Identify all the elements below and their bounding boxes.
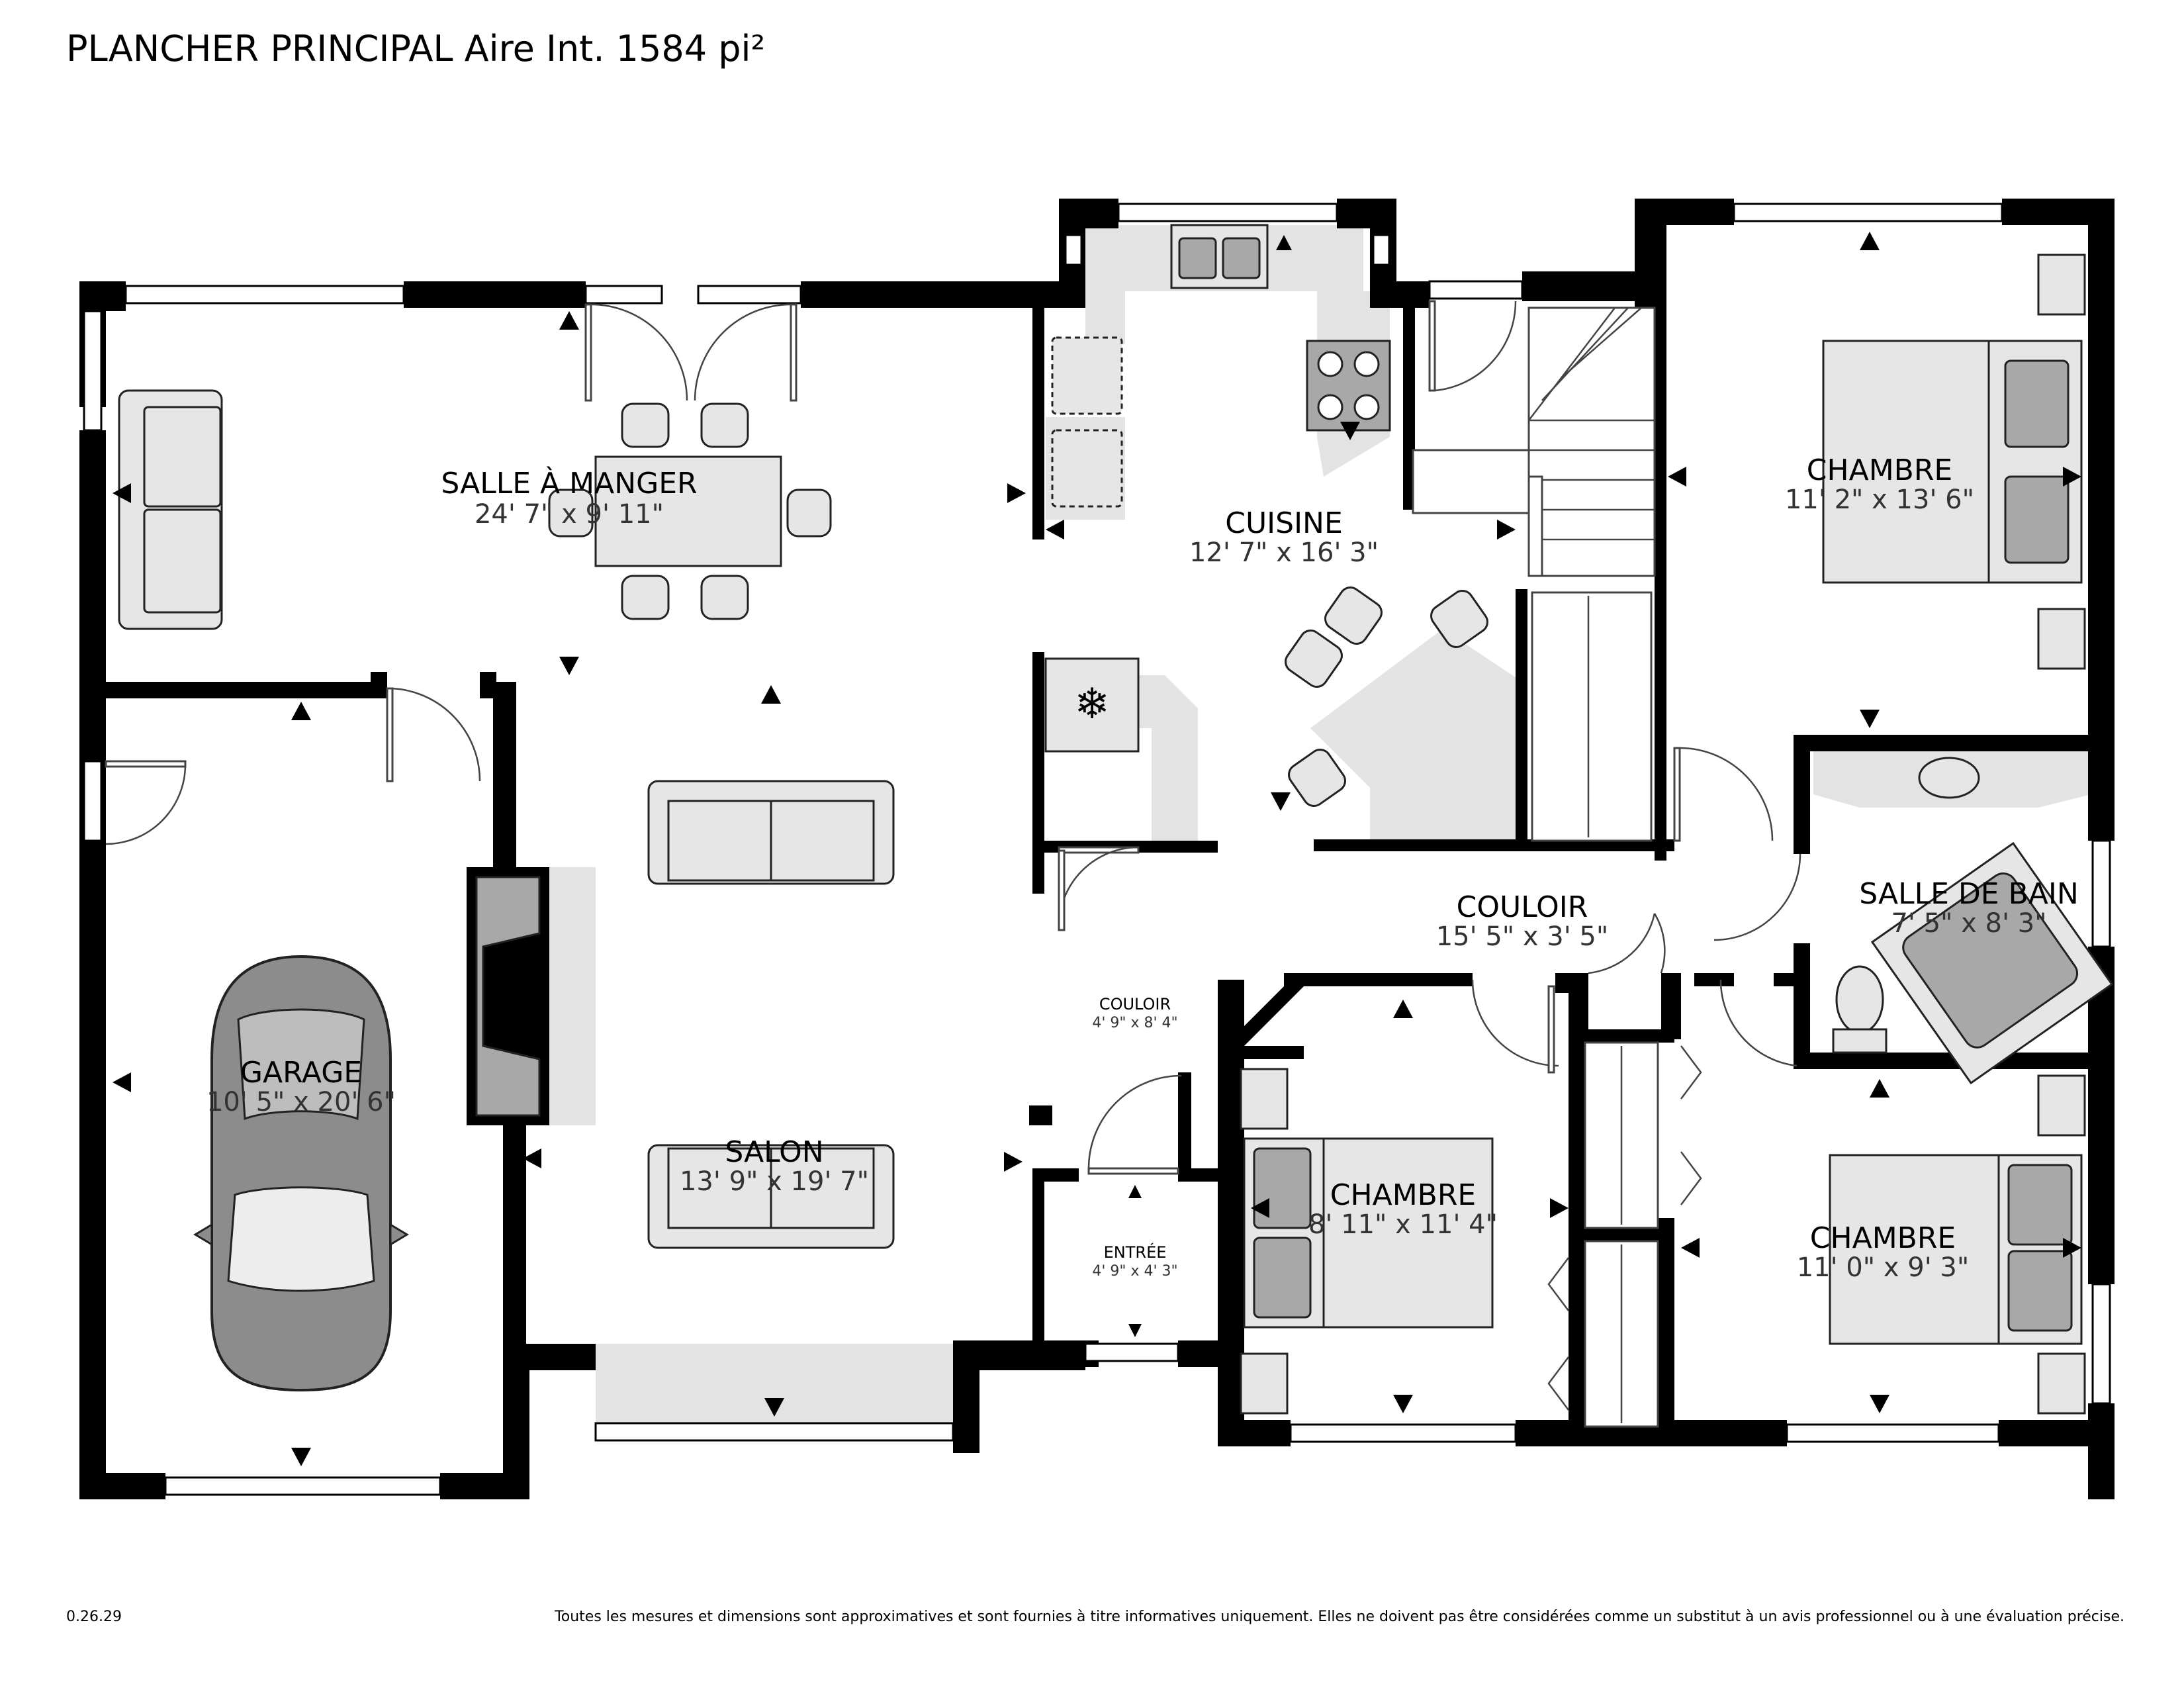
room-name: CUISINE: [1225, 506, 1343, 540]
bed-bedroom-1: [1822, 254, 2086, 670]
view-arrow-icon: [113, 232, 2081, 1466]
living-sofa-top: [647, 780, 895, 885]
room-dims: 7' 5" x 8' 3": [1891, 908, 2046, 939]
room-name: SALON: [725, 1135, 823, 1169]
walls: [79, 199, 2115, 1499]
plan-title: PLANCHER PRINCIPAL Aire Int. 1584 pi²: [66, 28, 766, 70]
room-label-couloir-main: COULOIR 15' 5" x 3' 5": [1436, 890, 1609, 952]
room-dims: 24' 7" x 9' 11": [475, 499, 664, 530]
room-label-salon: SALON 13' 9" x 19' 7": [680, 1135, 869, 1197]
disclaimer-text: Toutes les mesures et dimensions sont ap…: [555, 1609, 2124, 1625]
room-name: GARAGE: [240, 1056, 362, 1090]
room-name: CHAMBRE: [1807, 453, 1952, 487]
room-name: CHAMBRE: [1330, 1178, 1476, 1212]
room-label-garage: GARAGE 10' 5" x 20' 6": [206, 1056, 396, 1117]
bathroom-fixtures: [1832, 757, 2114, 1085]
kitchen-island: [1310, 629, 1522, 841]
room-label-chambre-2: CHAMBRE 8' 11" x 11' 4": [1308, 1178, 1498, 1240]
room-dims: 10' 5" x 20' 6": [206, 1087, 396, 1117]
room-name: ENTRÉE: [1104, 1243, 1167, 1262]
dining-table-set: [548, 402, 832, 620]
kitchen-chairs-bar: [1051, 336, 1123, 508]
toilet-icon: [1835, 965, 1884, 1034]
room-dims: 4' 9" x 8' 4": [1092, 1015, 1177, 1031]
room-label-cuisine: CUISINE 12' 7" x 16' 3": [1189, 506, 1379, 568]
room-dims: 12' 7" x 16' 3": [1189, 538, 1379, 568]
dining-sofa: [118, 389, 223, 630]
room-label-chambre-3: CHAMBRE 11' 0" x 9' 3": [1797, 1221, 1970, 1283]
room-label-chambre-1: CHAMBRE 11' 2" x 13' 6": [1785, 453, 1974, 515]
room-name: COULOIR: [1099, 995, 1171, 1013]
room-name: COULOIR: [1457, 890, 1588, 924]
room-dims: 8' 11" x 11' 4": [1308, 1209, 1498, 1240]
doors: [105, 300, 1801, 1411]
room-label-salle-a-manger: SALLE À MANGER 24' 7" x 9' 11": [441, 465, 697, 530]
version-label: 0.26.29: [66, 1609, 122, 1625]
room-label-entree: ENTRÉE 4' 9" x 4' 3": [1092, 1243, 1177, 1280]
fireplace: [467, 867, 549, 1125]
stove: [1306, 340, 1391, 432]
room-dims: 11' 0" x 9' 3": [1797, 1252, 1970, 1283]
closets: [1584, 1041, 1659, 1428]
room-name: CHAMBRE: [1810, 1221, 1956, 1255]
kitchen-sink: [1170, 224, 1269, 289]
room-dims: 11' 2" x 13' 6": [1785, 485, 1974, 515]
room-name: SALLE DE BAIN: [1859, 877, 2079, 911]
bed-bedroom-2: [1240, 1068, 1494, 1415]
kitchen-island-chairs: [1285, 586, 1488, 807]
room-dims: 4' 9" x 4' 3": [1092, 1263, 1177, 1280]
staircase: [1412, 306, 1656, 842]
snowflake-icon: ❄: [1074, 680, 1110, 729]
windows: [83, 203, 2111, 1496]
room-dims: 13' 9" x 19' 7": [680, 1166, 869, 1197]
living-sofa-bottom: [647, 1144, 895, 1249]
room-name: SALLE À MANGER: [441, 465, 697, 500]
car-icon: [193, 955, 409, 1392]
room-label-couloir-small: COULOIR 4' 9" x 8' 4": [1092, 995, 1177, 1031]
room-dims: 15' 5" x 3' 5": [1436, 921, 1609, 952]
room-label-salle-de-bain: SALLE DE BAIN 7' 5" x 8' 3": [1859, 877, 2079, 939]
refrigerator: ❄: [1044, 657, 1140, 753]
fireplace-hearth: [549, 867, 596, 1125]
